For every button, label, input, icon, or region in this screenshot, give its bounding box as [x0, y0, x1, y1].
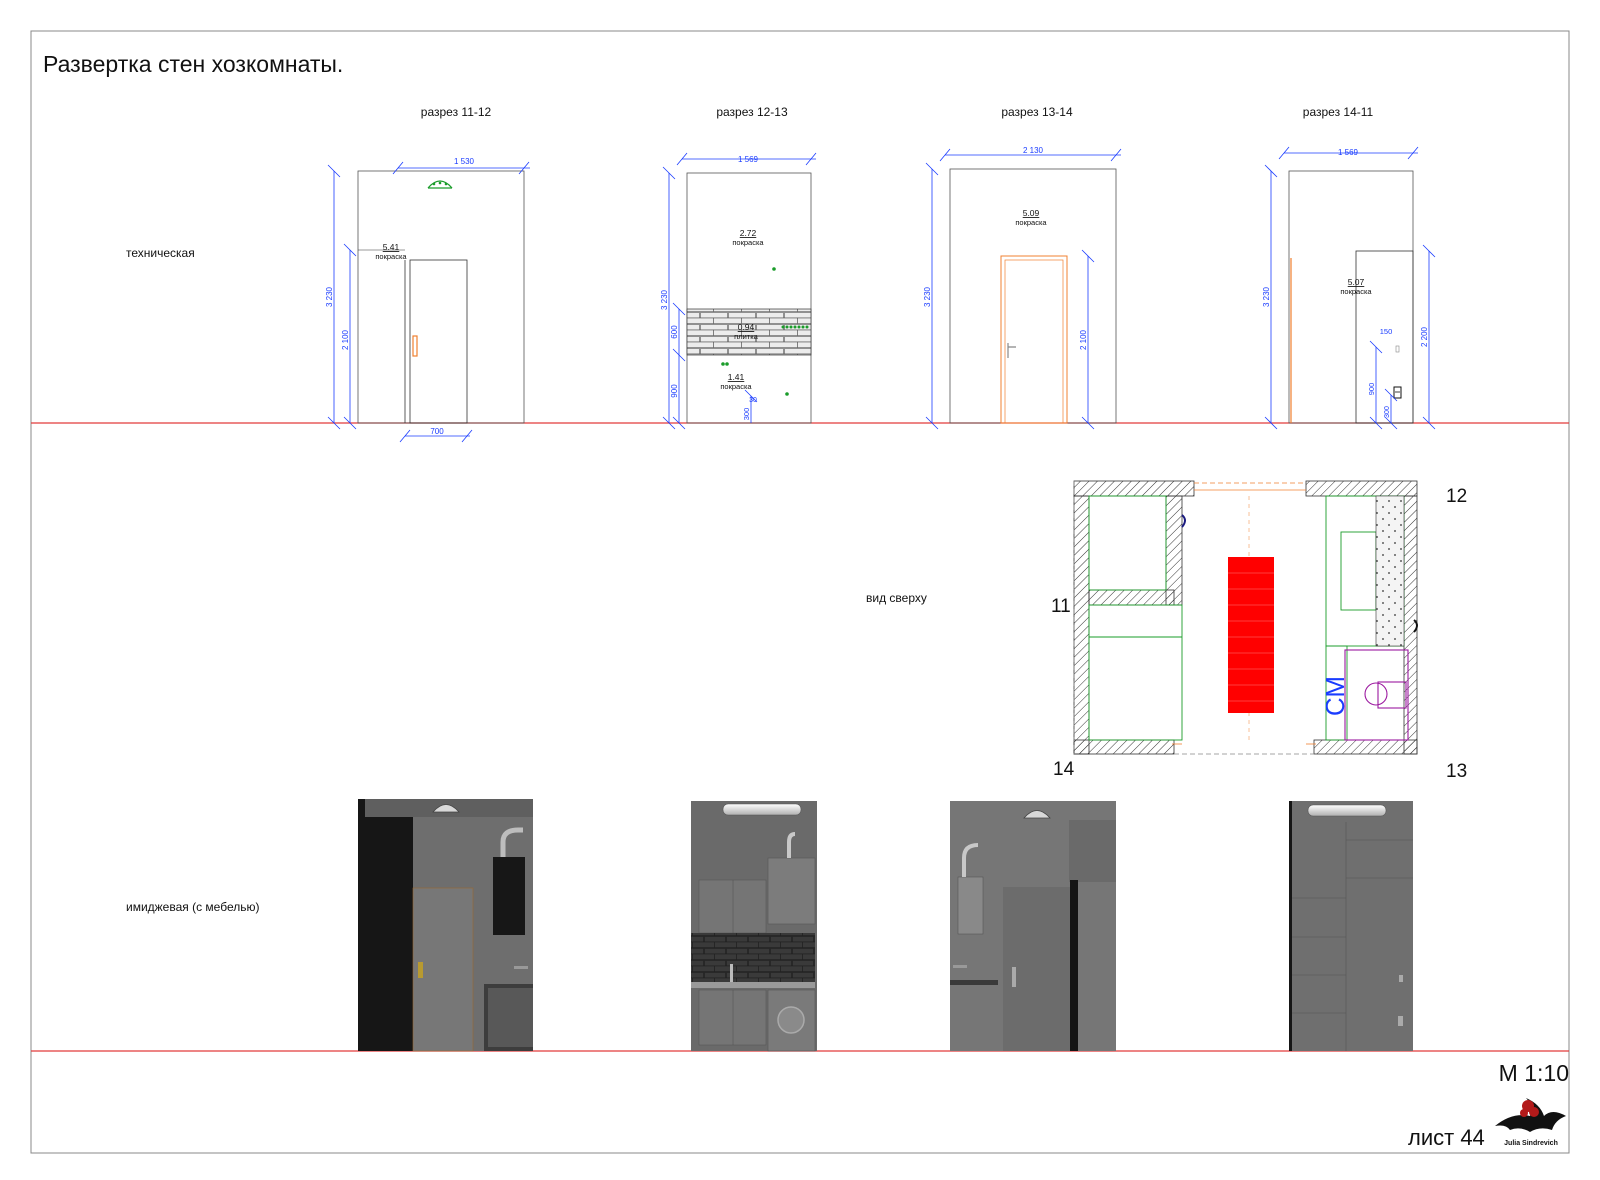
door [409, 259, 468, 424]
upper-area: 2.72 [740, 228, 757, 238]
elevation-13-14: 5.09 покраска 2 130 3 230 2 100 [923, 146, 1122, 430]
dim-tile-height: 600 [670, 325, 679, 339]
row-label-technical: техническая [126, 246, 195, 260]
lamp-icon [1307, 804, 1387, 817]
area-value: 5.09 [1023, 208, 1040, 218]
dim-door-height: 2 100 [1079, 329, 1088, 350]
row-label-image: имиджевая (с мебелью) [126, 900, 260, 914]
finish-label: покраска [375, 252, 407, 261]
lamp-icon [427, 180, 453, 189]
elevation-14-11: 5.07 покраска 1 569 3 230 2 200 150 900 … [1262, 146, 1436, 430]
sheet-frame [30, 30, 1570, 1154]
scale-label: M 1:10 [1499, 1060, 1569, 1086]
outlet-dots [721, 267, 809, 396]
lamp-icon [722, 803, 802, 816]
render-14-11 [1289, 801, 1413, 1051]
dim-low: 900 [670, 384, 679, 398]
section-title-12-13: разрез 12-13 [716, 105, 788, 119]
dim-socket-low: 300 [1384, 406, 1391, 418]
upper-finish: покраска [732, 238, 764, 247]
door-handle [412, 335, 418, 357]
socket-label: 30 [749, 397, 757, 404]
dim-door-height: 2 200 [1420, 326, 1429, 347]
area-value: 5.41 [383, 242, 400, 252]
sheet-number: лист 44 [1408, 1125, 1485, 1150]
tile-zone [1375, 495, 1405, 647]
switch-icon [1395, 345, 1400, 353]
dim-height: 3 230 [923, 286, 932, 307]
corner-13: 13 [1446, 761, 1467, 782]
dim-height: 3 230 [1262, 286, 1271, 307]
finish-label: покраска [1015, 218, 1047, 227]
lower-area: 1.41 [728, 372, 745, 382]
door-handle [1007, 343, 1016, 358]
sheet-title: Развертка стен хозкомнаты. [43, 51, 343, 77]
render-11-12 [358, 799, 533, 1052]
tile-band [686, 308, 812, 356]
area-value: 5.07 [1348, 277, 1365, 287]
dim-width: 2 130 [1023, 146, 1044, 155]
dim-width: 1 530 [454, 157, 475, 166]
bat-logo-icon: Julia Sindrevich [1495, 1098, 1566, 1147]
dim-door-width: 700 [430, 427, 444, 436]
lower-finish: покраска [720, 382, 752, 391]
dim-height: 3 230 [325, 286, 334, 307]
dim-switch: 150 [1380, 327, 1393, 336]
finish-label: покраска [1340, 287, 1372, 296]
section-title-14-11: разрез 14-11 [1303, 105, 1374, 119]
tile-area: 0.94 [738, 322, 755, 332]
tile-finish: плитка [734, 332, 759, 341]
radiator [1228, 557, 1274, 713]
door [1000, 255, 1068, 424]
render-13-14 [950, 801, 1116, 1051]
dim-width: 1 569 [738, 155, 759, 164]
corner-11: 11 [1051, 596, 1071, 617]
dim-socket-height: 900 [1367, 383, 1376, 396]
row-label-top-view: вид сверху [866, 591, 927, 605]
door [1355, 250, 1414, 424]
washer [1344, 649, 1409, 741]
socket-icon [1393, 386, 1402, 399]
dim-socket: 300 [742, 408, 751, 421]
dim-height: 3 230 [660, 289, 669, 310]
washer-label: СМ [1320, 676, 1350, 716]
corner-12: 12 [1446, 486, 1467, 507]
section-title-13-14: разрез 13-14 [1001, 105, 1073, 119]
corner-14: 14 [1053, 759, 1075, 780]
floor-plan: СМ 12 11 14 13 [1051, 480, 1467, 782]
logo-text: Julia Sindrevich [1504, 1140, 1558, 1147]
elevation-12-13: 2.72 покраска 0.94 плитка 1.41 покраска … [660, 152, 817, 430]
section-title-11-12: разрез 11-12 [421, 105, 492, 119]
elevation-11-12: 5.41 покраска 1 530 3 230 2 100 700 [325, 157, 530, 443]
dim-width: 1 569 [1338, 148, 1359, 157]
render-12-13 [691, 801, 817, 1052]
dim-door-height: 2 100 [341, 329, 350, 350]
